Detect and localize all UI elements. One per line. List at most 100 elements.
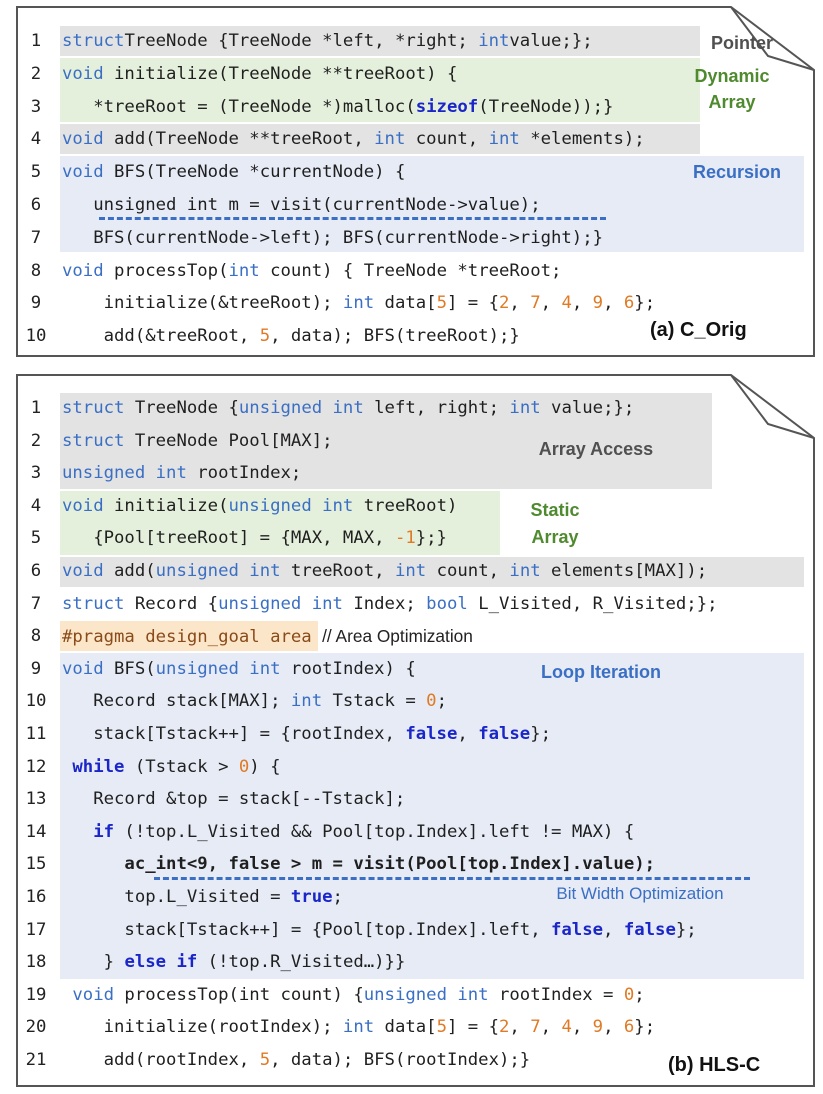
code-token: *treeRoot = (TreeNode *)malloc( <box>62 96 416 117</box>
code-token: stack[Tstack++] = {rootIndex, <box>62 724 406 744</box>
code-text: void BFS(unsigned int rootIndex) { <box>62 654 416 684</box>
code-text: {Pool[treeRoot] = {MAX, MAX, -1};} <box>62 523 447 553</box>
code-line: 8#pragma design_goal area // Area Optimi… <box>16 621 806 651</box>
code-token: , <box>571 293 593 314</box>
code-text: void processTop(int count) {unsigned int… <box>62 980 645 1010</box>
line-number: 12 <box>25 756 47 777</box>
code-token: processTop(int count) { <box>114 984 364 1005</box>
code-token: Tstack = <box>322 691 427 712</box>
code-token: void <box>62 495 104 516</box>
line-number: 4 <box>30 495 42 516</box>
code-text: ac_int<9, false > m = visit(Pool[top.Ind… <box>62 849 655 879</box>
code-line: 4 void initialize(unsigned int treeRoot) <box>16 491 806 521</box>
code-token: 0 <box>623 984 635 1005</box>
code-token: initialize(TreeNode **treeRoot) { <box>103 63 458 84</box>
code-token: , data); BFS(treeRoot);} <box>270 326 520 347</box>
code-token: 0 <box>238 756 250 777</box>
line-number: 17 <box>25 919 47 940</box>
line-number: 2 <box>30 430 42 451</box>
code-line: 17 stack[Tstack++] = {Pool[top.Index].le… <box>16 915 806 945</box>
code-token: add(&treeRoot, <box>62 326 260 347</box>
code-token: count) { TreeNode *treeRoot; <box>259 260 562 281</box>
code-text: struct Record {unsigned int Index; bool … <box>62 589 718 619</box>
code-token: stack[Tstack++] = {Pool[top.Index].left, <box>62 919 551 940</box>
code-token: void <box>62 162 104 183</box>
code-token: , <box>603 919 624 940</box>
code-token: struct <box>62 398 125 418</box>
code-token: int <box>290 691 323 712</box>
note-bit-width: Bit Width Optimization <box>556 884 724 903</box>
highlight-static-array <box>60 491 500 555</box>
caption-b: (b) HLS-C <box>668 1054 761 1076</box>
line-number: 18 <box>25 952 47 973</box>
highlight-pragma <box>60 621 318 651</box>
line-number: 8 <box>30 260 42 281</box>
code-text: unsigned int rootIndex; <box>62 458 301 488</box>
code-token: , <box>509 1017 531 1038</box>
code-line: 13 Record &top = stack[--Tstack]; <box>16 784 806 814</box>
code-text: add(&treeRoot, 5, data); BFS(treeRoot);} <box>62 321 520 351</box>
code-text: top.L_Visited = true; <box>62 882 343 912</box>
code-token: Record { <box>124 593 219 614</box>
code-token: , <box>571 1017 593 1038</box>
code-token: 4 <box>561 293 572 314</box>
code-token: int <box>374 129 406 150</box>
code-token <box>312 627 322 647</box>
code-token: (!top.R_Visited…)}} <box>197 952 406 973</box>
code-token: count, <box>405 129 489 150</box>
code-line: 3 *treeRoot = (TreeNode *)malloc(sizeof(… <box>16 92 806 122</box>
code-token: ) { <box>249 756 281 777</box>
code-text: if (!top.L_Visited && Pool[top.Index].le… <box>62 817 634 847</box>
highlight-loop-iteration <box>60 653 804 979</box>
code-token: }; <box>530 724 552 744</box>
code-token: false <box>405 724 458 744</box>
code-token: data[ <box>374 293 437 314</box>
code-token: 5 <box>436 1017 447 1038</box>
code-token: Record stack[MAX]; <box>62 691 291 712</box>
note-array-a: Array <box>708 92 756 112</box>
code-text: #pragma design_goal area // Area Optimiz… <box>62 621 473 652</box>
code-token: left, right; <box>363 398 510 418</box>
code-token: rootIndex; <box>186 463 302 484</box>
code-token: , <box>540 293 562 314</box>
code-token: BFS( <box>103 658 156 679</box>
line-number: 16 <box>25 887 47 907</box>
code-token: unsigned int <box>155 561 281 581</box>
code-token: data[ <box>374 1017 437 1038</box>
code-token: 6 <box>623 293 635 314</box>
code-text: void initialize(TreeNode **treeRoot) { <box>62 59 457 89</box>
code-token: 9 <box>592 1017 604 1038</box>
code-line: 11 stack[Tstack++] = {rootIndex, false, … <box>16 719 806 749</box>
code-token: ; <box>634 984 645 1005</box>
code-token: 4 <box>561 1017 572 1038</box>
code-token: initialize( <box>103 495 229 516</box>
code-text: void add(unsigned int treeRoot, int coun… <box>62 556 707 586</box>
code-token: ; <box>436 691 447 712</box>
code-token: 6 <box>623 1017 635 1038</box>
code-token: (TreeNode));} <box>478 96 614 117</box>
code-token: // Area Optimization <box>322 626 473 647</box>
line-number: 5 <box>30 528 42 549</box>
line-number: 21 <box>25 1050 47 1070</box>
code-token: int <box>342 293 375 314</box>
code-text: structTreeNode {TreeNode *left, *right; … <box>62 26 593 56</box>
panel-b-frame <box>16 374 815 1087</box>
code-text: stack[Tstack++] = {Pool[top.Index].left,… <box>62 915 697 945</box>
code-text: void initialize(unsigned int treeRoot) <box>62 491 457 521</box>
code-token: void <box>62 63 104 84</box>
code-text: struct TreeNode {unsigned int left, righ… <box>62 393 634 423</box>
code-line: 6 unsigned int m = visit(currentNode->va… <box>16 190 806 220</box>
code-token: }; <box>675 919 697 940</box>
code-token: bool <box>426 593 468 614</box>
note-static: Static <box>530 500 580 520</box>
code-text: add(rootIndex, 5, data); BFS(rootIndex);… <box>62 1045 531 1075</box>
code-line: 9 initialize(&treeRoot); int data[5] = {… <box>16 288 806 318</box>
